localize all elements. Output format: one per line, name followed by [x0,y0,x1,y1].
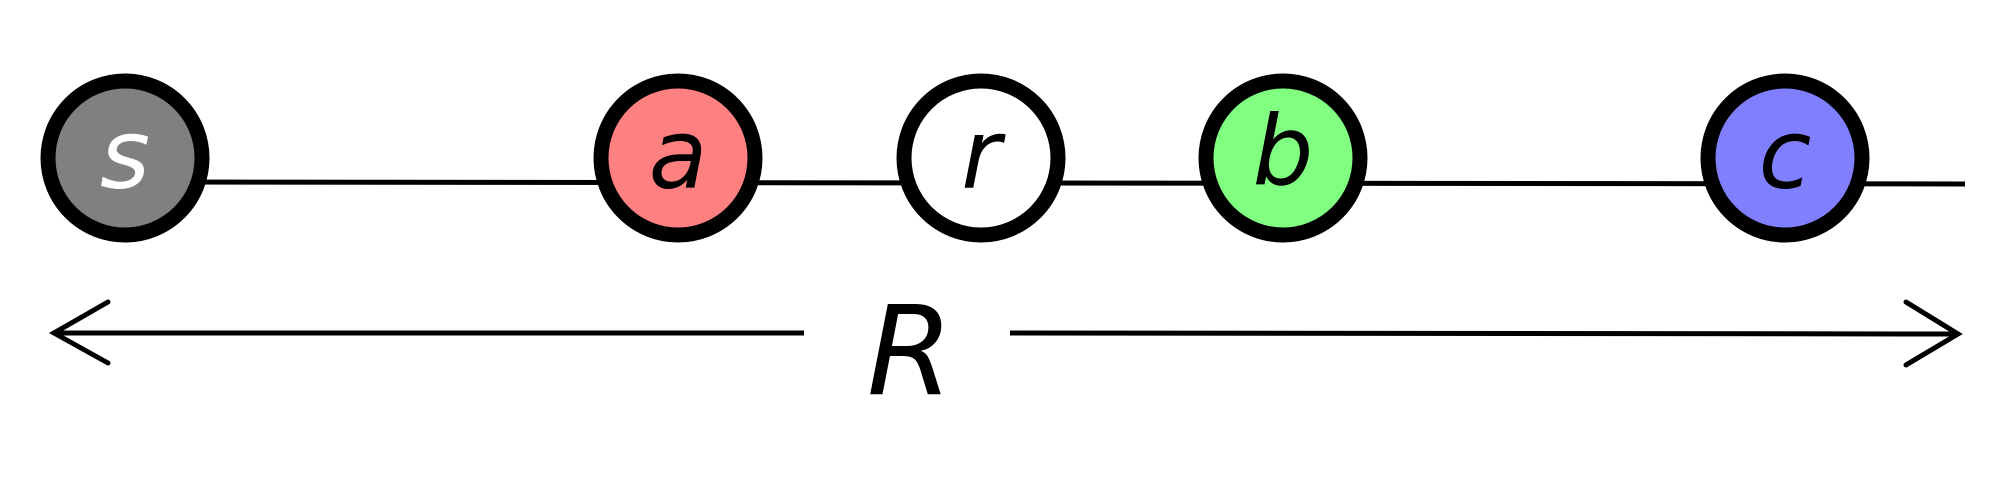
range-label: R [867,280,953,424]
node-s: s [40,73,210,243]
node-r: r [896,73,1066,243]
node-a-circle [593,73,763,243]
range-arrow-right [1009,299,1963,368]
range-arrow-left [48,299,804,366]
node-a-label: a [649,98,708,210]
arrowhead-left-icon [48,299,111,366]
node-c: c [1700,73,1870,243]
node-r-circle [896,73,1066,243]
range-arrow-right-shaft [1009,330,1959,337]
node-r-label: r [961,98,1006,210]
node-b-label: b [1253,95,1314,207]
node-c-circle [1700,73,1870,243]
node-b-circle [1198,73,1368,243]
node-s-circle [40,73,210,243]
node-s-label: s [100,98,150,210]
node-a: a [593,73,763,243]
node-c-label: c [1759,98,1812,210]
node-b: b [1198,73,1368,243]
arrowhead-right-icon [1903,299,1963,368]
